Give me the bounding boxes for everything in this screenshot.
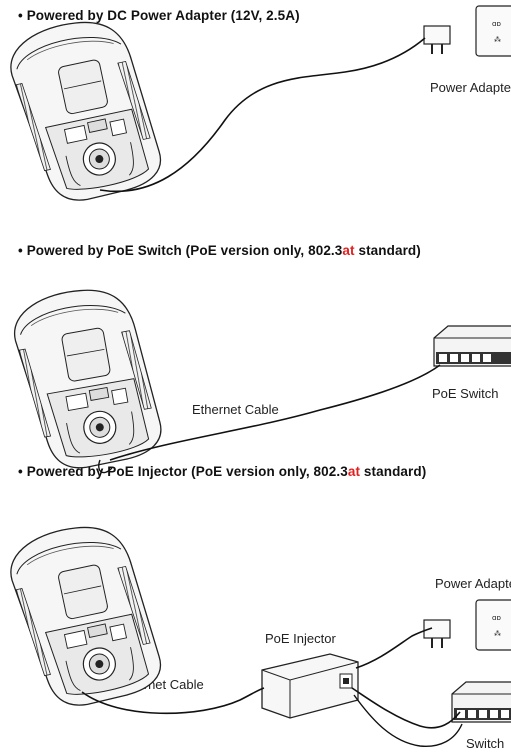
bullet: • (18, 464, 23, 479)
heading-text: Powered by PoE Injector (PoE version onl… (26, 464, 348, 479)
poe-injector (261, 653, 359, 719)
poe-switch-1 (433, 325, 511, 367)
injector-to-switch (351, 687, 461, 729)
camera-to-injector (81, 687, 265, 715)
camera-3 (3, 515, 167, 716)
camera-1 (3, 10, 167, 211)
heading-text-end: standard) (360, 464, 427, 479)
power-adapter-1 (423, 5, 511, 57)
ethernet-cable-1 (109, 364, 441, 461)
adapter-to-injector (355, 627, 433, 669)
heading-highlight: at (347, 464, 361, 479)
section-2-heading: • Powered by PoE Switch (PoE version onl… (18, 243, 421, 258)
power-adapter-label: Power Adapter (430, 80, 511, 95)
heading-text: Powered by DC Power Adapter (12V, 2.5A) (26, 8, 300, 23)
ethernet-cable-label: Ethernet Cable (192, 402, 279, 417)
power-adapter-label-2: Power Adapter (435, 576, 511, 591)
bullet: • (18, 8, 23, 23)
dc-cable-1 (99, 37, 426, 193)
heading-text: Powered by PoE Switch (PoE version only,… (26, 243, 343, 258)
switch-label: Switch (466, 736, 505, 751)
bullet: • (18, 243, 23, 258)
section-1-heading: • Powered by DC Power Adapter (12V, 2.5A… (18, 8, 300, 23)
poe-switch-label: PoE Switch (432, 386, 499, 401)
section-3-heading: • Powered by PoE Injector (PoE version o… (18, 464, 426, 479)
camera-2 (8, 279, 167, 477)
heading-text-end: standard) (354, 243, 421, 258)
power-adapter-2 (423, 599, 511, 651)
poe-injector-label: PoE Injector (265, 631, 336, 646)
heading-highlight: at (342, 243, 355, 258)
poe-switch-2 (451, 681, 511, 723)
